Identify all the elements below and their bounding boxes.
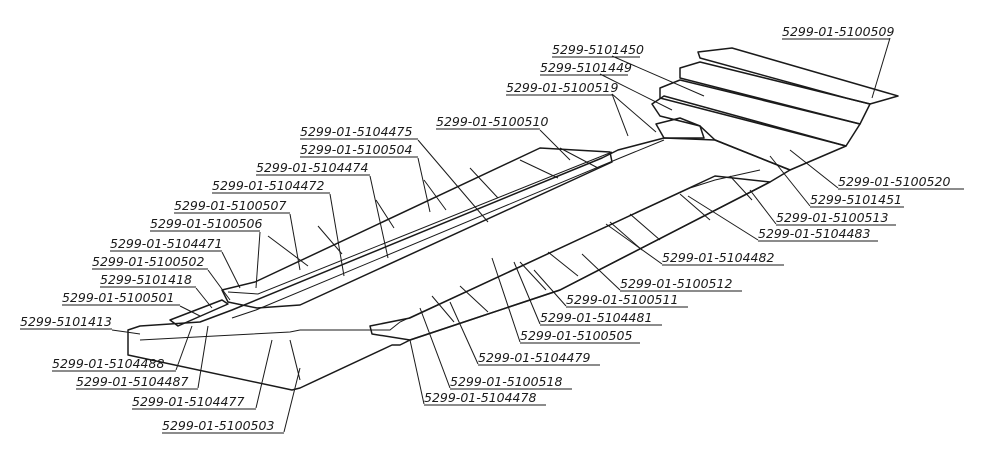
label-5101451: 5299-5101451 xyxy=(810,192,902,207)
label-5104474: 5299-01-5104474 xyxy=(256,160,368,175)
label-5104472: 5299-01-5104472 xyxy=(212,178,324,193)
leader-5101450 xyxy=(611,55,705,97)
raised-strip-top-edge xyxy=(227,151,613,295)
rear-step-middle xyxy=(679,61,871,125)
leader-5100518 xyxy=(419,307,451,389)
rear-bracket xyxy=(655,117,705,139)
label-5101449: 5299-5101449 xyxy=(540,60,632,75)
label-5100519: 5299-01-5100519 xyxy=(506,80,618,95)
label-5100503: 5299-01-5100503 xyxy=(162,418,274,433)
leader-5100506 xyxy=(255,231,261,289)
leader-5100513 xyxy=(749,189,777,225)
left-end-strip xyxy=(169,299,229,327)
label-5100501: 5299-01-5100501 xyxy=(62,290,174,305)
leader-5101449 xyxy=(599,73,673,111)
label-5100510: 5299-01-5100510 xyxy=(436,114,548,129)
leader-5104478 xyxy=(409,339,425,405)
label-5101418: 5299-5101418 xyxy=(100,272,192,287)
label-5100513: 5299-01-5100513 xyxy=(776,210,888,225)
leader-5100502 xyxy=(207,269,231,301)
leader-5104488 xyxy=(175,325,193,371)
label-5100512: 5299-01-5100512 xyxy=(620,276,732,291)
leader-5104475 xyxy=(417,139,489,223)
leader-lines xyxy=(111,37,891,433)
label-5104479: 5299-01-5104479 xyxy=(478,350,590,365)
leader-5100503 xyxy=(283,367,301,433)
label-5104483: 5299-01-5104483 xyxy=(758,226,870,241)
floor-panel-parts xyxy=(127,47,899,391)
leader-5104481 xyxy=(513,261,541,325)
label-5104488: 5299-01-5104488 xyxy=(52,356,164,371)
label-5104481: 5299-01-5104481 xyxy=(540,310,652,325)
label-5100518: 5299-01-5100518 xyxy=(450,374,562,389)
leader-5100519-a xyxy=(611,93,657,133)
label-5100505: 5299-01-5100505 xyxy=(520,328,632,343)
leader-5100520 xyxy=(789,149,839,189)
label-5104471: 5299-01-5104471 xyxy=(110,236,222,251)
leader-5101418 xyxy=(195,287,213,309)
leader-5100510 xyxy=(539,129,571,161)
raised-strip xyxy=(221,147,613,309)
label-5104478: 5299-01-5104478 xyxy=(424,390,536,405)
leader-5104471 xyxy=(221,251,241,289)
leader-5100505 xyxy=(491,257,521,343)
label-5100504: 5299-01-5100504 xyxy=(300,142,412,157)
label-5104477: 5299-01-5104477 xyxy=(132,394,244,409)
leader-5100501 xyxy=(179,305,201,317)
label-5100506: 5299-01-5100506 xyxy=(150,216,262,231)
rear-step-lower xyxy=(659,79,861,147)
leader-5104483 xyxy=(687,195,759,241)
front-lower-strip xyxy=(369,175,771,341)
label-5100502: 5299-01-5100502 xyxy=(92,254,204,269)
part-number-labels: 5299-01-5100509 5299-5101450 5299-510144… xyxy=(20,24,964,434)
label-5104475: 5299-01-5104475 xyxy=(300,124,412,139)
rear-step-front xyxy=(651,95,847,171)
leader-5104487 xyxy=(197,325,209,389)
rear-step-upper xyxy=(697,47,899,105)
leader-5104482 xyxy=(605,223,663,265)
leader-5100519-b xyxy=(611,93,629,137)
leader-5100509 xyxy=(871,37,891,99)
leader-5101451 xyxy=(769,155,811,207)
leader-5100504 xyxy=(417,157,431,213)
label-5100511: 5299-01-5100511 xyxy=(566,292,678,307)
label-5101413: 5299-5101413 xyxy=(20,314,112,329)
leader-5100512 xyxy=(581,253,621,291)
label-5104487: 5299-01-5104487 xyxy=(76,374,188,389)
label-5100509: 5299-01-5100509 xyxy=(782,24,894,39)
leader-5104479 xyxy=(449,301,479,365)
label-5100507: 5299-01-5100507 xyxy=(174,198,286,213)
leader-5104477 xyxy=(255,339,273,409)
plate-inner-edge xyxy=(139,329,301,341)
label-5100520: 5299-01-5100520 xyxy=(838,174,950,189)
leader-5100507 xyxy=(289,213,301,271)
leader-5104472 xyxy=(329,193,345,277)
leader-5100511 xyxy=(533,269,567,307)
leader-5104474 xyxy=(369,175,389,259)
plate-fold-line-upper xyxy=(231,139,665,319)
label-5101450: 5299-5101450 xyxy=(552,42,644,57)
label-5104482: 5299-01-5104482 xyxy=(662,250,774,265)
leader-5101413 xyxy=(111,329,141,335)
